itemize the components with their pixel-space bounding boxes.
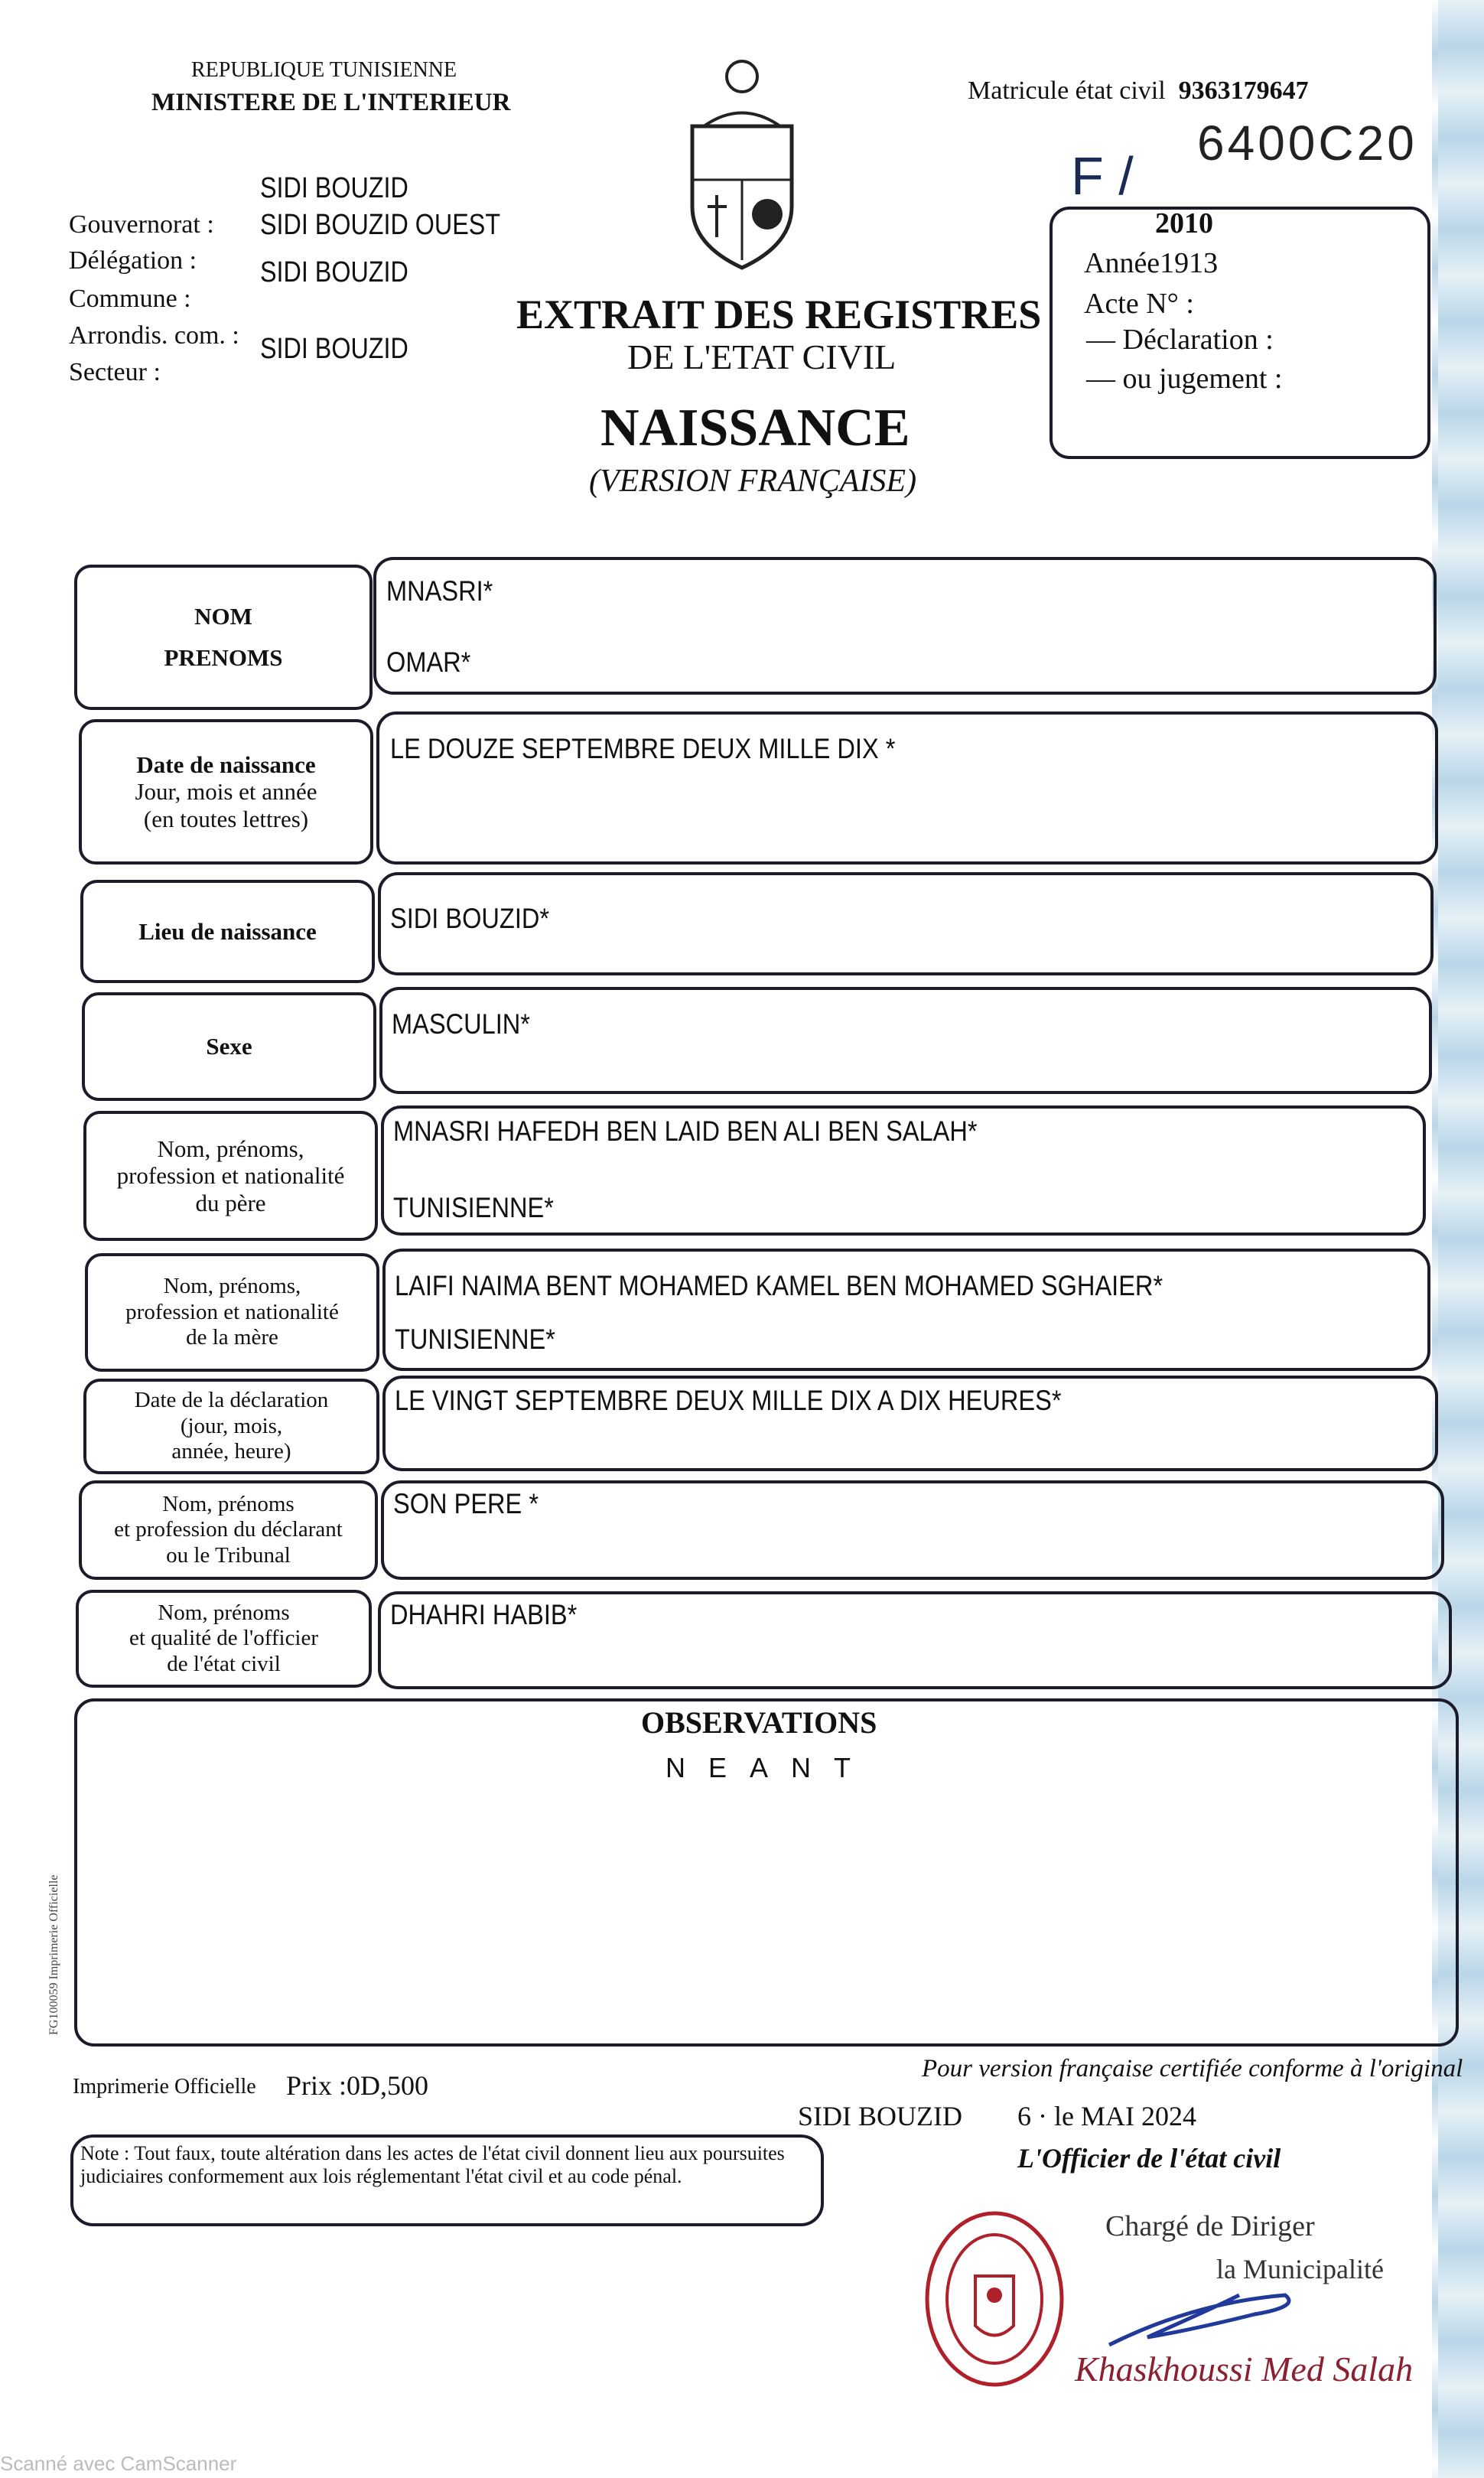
prenoms-value: OMAR* — [386, 646, 471, 678]
nom-value: MNASRI* — [386, 575, 493, 607]
acte-jugement: — ou jugement : — [1086, 363, 1283, 395]
printer-label: Imprimerie Officielle — [73, 2075, 256, 2099]
mere-value: LAIFI NAIMA BENT MOHAMED KAMEL BEN MOHAM… — [395, 1270, 1163, 1301]
declarant-label-2: et profession du déclarant — [114, 1517, 343, 1542]
title-etat-civil: DE L'ETAT CIVIL — [627, 337, 897, 376]
acte-box — [1050, 207, 1430, 459]
certified-label: Pour version française certifiée conform… — [922, 2055, 1463, 2082]
delegation-value: SIDI BOUZID OUEST — [260, 209, 501, 241]
declaration-label-cell: Date de la déclaration(jour, mois,année,… — [83, 1379, 379, 1474]
stamp-number: 6400C20 — [1197, 116, 1417, 171]
sexe-label: Sexe — [206, 1033, 252, 1060]
observations-box — [74, 1698, 1459, 2047]
republic-label: REPUBLIQUE TUNISIENNE — [191, 58, 457, 82]
pere-label-3: du père — [195, 1189, 266, 1216]
nom-prenoms-value-cell — [373, 557, 1437, 695]
date-label-sub: Jour, mois et année — [135, 778, 317, 806]
declarant-value: SON PERE * — [393, 1488, 539, 1519]
declarant-value-cell — [381, 1480, 1444, 1580]
officer-title: L'Officier de l'état civil — [1017, 2143, 1281, 2174]
pere-value: MNASRI HAFEDH BEN LAID BEN ALI BEN SALAH… — [393, 1115, 978, 1147]
officier-label-2: et qualité de l'officier — [129, 1626, 319, 1651]
mere-label-2: profession et nationalité — [125, 1299, 339, 1324]
declarant-label: Nom, prénoms — [162, 1491, 295, 1516]
stamp-name: Khaskhoussi Med Salah — [1075, 2349, 1414, 2388]
mere-value-cell — [382, 1249, 1430, 1371]
arrondissement-label: Arrondis. com. : — [69, 321, 239, 350]
nom-label: NOM — [194, 603, 252, 630]
sexe-value: MASCULIN* — [392, 1008, 530, 1040]
f-mark: F / — [1071, 146, 1134, 206]
lieu-value: SIDI BOUZID* — [390, 903, 550, 934]
acte-number: Acte N° : — [1084, 288, 1194, 320]
matricule-label: Matricule état civil 9363179647 — [968, 77, 1309, 105]
scanner-watermark: Scanné avec CamScanner — [0, 2452, 237, 2475]
title-extrait: EXTRAIT DES REGISTRES — [516, 291, 1042, 337]
lieu-label-cell: Lieu de naissance — [80, 880, 375, 983]
gouvernorat-label: Gouvernorat : — [69, 210, 214, 239]
acte-declaration: — Déclaration : — [1086, 324, 1274, 356]
signature-icon — [1108, 2293, 1291, 2347]
lieu-value-cell — [378, 872, 1434, 975]
matricule-value: 9363179647 — [1178, 77, 1309, 105]
note-box — [70, 2134, 824, 2226]
secteur-label: Secteur : — [69, 358, 161, 386]
sexe-label-cell: Sexe — [82, 992, 376, 1101]
ministry-label: MINISTERE DE L'INTERIEUR — [151, 89, 511, 116]
declaration-value-cell — [382, 1376, 1438, 1471]
stamp-line-2: la Municipalité — [1216, 2254, 1384, 2284]
official-seal-icon — [925, 2211, 1064, 2387]
date-label-sub2: (en toutes lettres) — [143, 805, 309, 832]
officier-value: DHAHRI HABIB* — [390, 1599, 578, 1630]
price-label: Prix :0D,500 — [286, 2070, 429, 2101]
officier-value-cell — [378, 1591, 1452, 1689]
delegation-label: Délégation : — [69, 246, 197, 275]
security-border — [1438, 0, 1484, 2478]
nom-prenoms-label-cell: NOM PRENOMS — [74, 565, 373, 710]
commune-label: Commune : — [69, 285, 191, 313]
commune-value: SIDI BOUZID — [260, 256, 408, 288]
declarant-label-3: ou le Tribunal — [166, 1542, 291, 1568]
title-naissance: NAISSANCE — [600, 399, 910, 458]
place-label: SIDI BOUZID — [798, 2101, 962, 2131]
prenoms-label: PRENOMS — [164, 644, 283, 671]
declaration-label: Date de la déclaration — [134, 1388, 329, 1413]
stamp-line-1: Chargé de Diriger — [1105, 2210, 1315, 2242]
pere-value-cell — [381, 1105, 1426, 1236]
mere-label: Nom, prénoms, — [163, 1274, 301, 1299]
mere-label-3: de la mère — [186, 1325, 278, 1350]
security-border-inner — [1432, 0, 1438, 2478]
pere-label: Nom, prénoms, — [157, 1135, 304, 1162]
acte-year: 2010 — [1155, 207, 1213, 239]
declaration-label-3: année, heure) — [171, 1439, 291, 1464]
tunisia-emblem-icon — [690, 60, 794, 270]
date-label-footer: 6 · le MAI 2024 — [1017, 2101, 1196, 2131]
acte-annee: Année1913 — [1084, 247, 1219, 279]
title-version: (VERSION FRANÇAISE) — [589, 464, 917, 499]
pere-nationalite: TUNISIENNE* — [393, 1192, 554, 1223]
pere-label-2: profession et nationalité — [116, 1162, 345, 1190]
printer-side-label: FG100059 Imprimerie Officielle — [47, 1874, 60, 2035]
observations-overprint: NEANT — [666, 1752, 874, 1783]
sexe-value-cell — [379, 987, 1432, 1094]
declaration-value: LE VINGT SEPTEMBRE DEUX MILLE DIX A DIX … — [395, 1385, 1062, 1416]
note-text: Note : Tout faux, toute altération dans … — [80, 2142, 785, 2187]
officier-label-3: de l'état civil — [167, 1651, 281, 1676]
arrondissement-value: SIDI BOUZID — [260, 333, 408, 365]
mere-nationalite: TUNISIENNE* — [395, 1324, 555, 1355]
date-label: Date de naissance — [136, 751, 316, 778]
date-value-cell — [376, 711, 1438, 865]
officier-label: Nom, prénoms — [158, 1600, 290, 1625]
declaration-label-2: (jour, mois, — [180, 1413, 283, 1438]
lieu-label: Lieu de naissance — [138, 917, 317, 945]
date-value: LE DOUZE SEPTEMBRE DEUX MILLE DIX * — [390, 733, 896, 764]
gouvernorat-value: SIDI BOUZID — [260, 172, 408, 204]
observations-heading: OBSERVATIONS — [641, 1705, 877, 1740]
